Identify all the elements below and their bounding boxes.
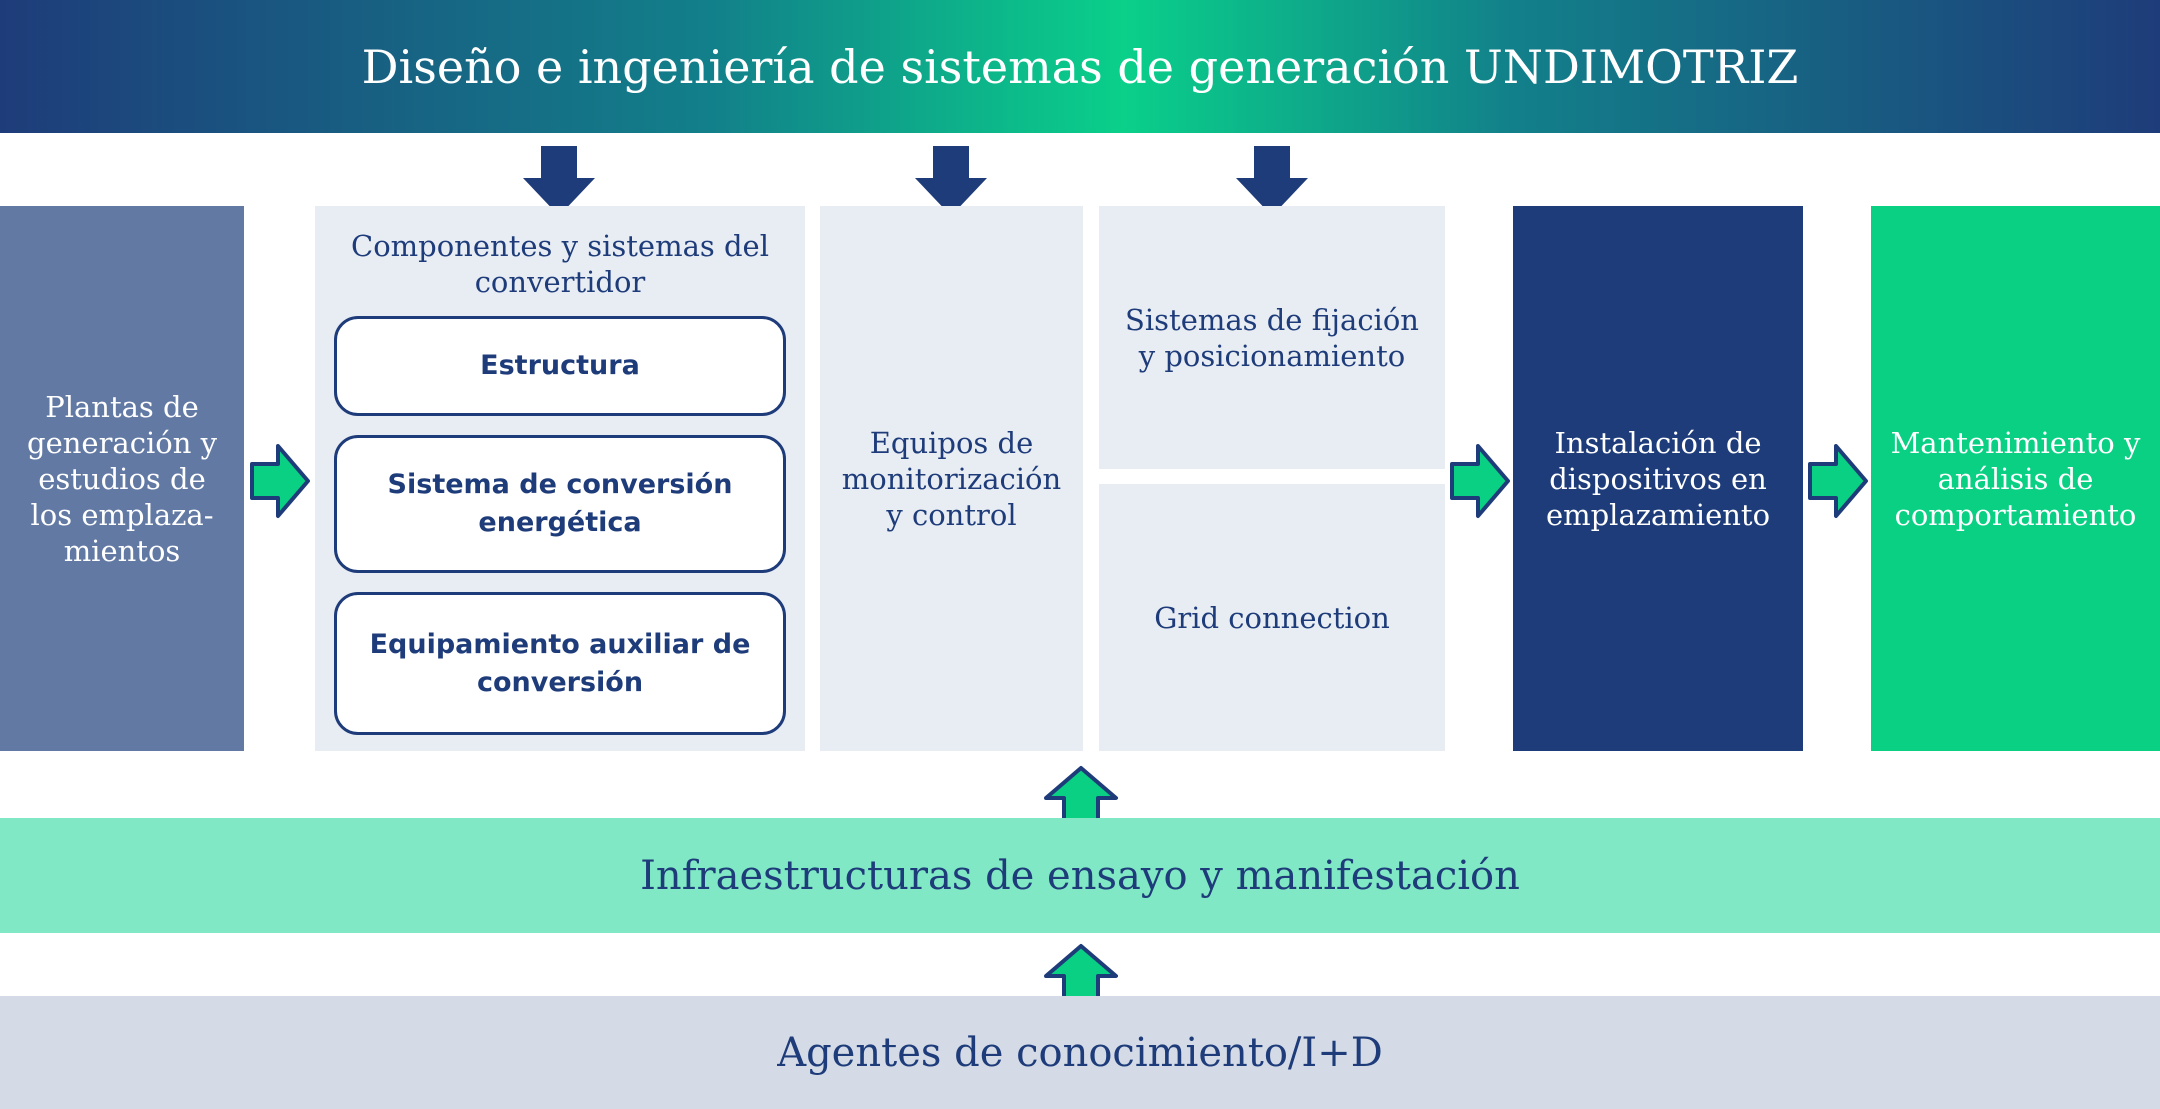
stage-equipos-label: Equipos de monitorización y control bbox=[841, 425, 1062, 532]
band-agentes-label: Agentes de conocimiento/I+D bbox=[777, 1029, 1383, 1076]
stage-instalacion: Instalación de dispositivos en emplazami… bbox=[1513, 206, 1803, 751]
stage-grid-label: Grid connection bbox=[1154, 600, 1390, 635]
component-estructura-label: Estructura bbox=[480, 350, 640, 381]
component-conversion-label: Sistema de conversión energética bbox=[387, 469, 733, 538]
component-conversion: Sistema de conversión energética bbox=[334, 435, 786, 573]
arrow-down-icon bbox=[523, 146, 595, 216]
arrow-down-icon bbox=[915, 146, 987, 216]
stage-fijacion-label: Sistemas de fijación y posicionamiento bbox=[1125, 302, 1419, 373]
stage-mantenimiento: Mantenimiento y análisis de comportamien… bbox=[1871, 206, 2160, 751]
band-infraestructuras: Infraestructuras de ensayo y manifestaci… bbox=[0, 818, 2160, 933]
band-agentes: Agentes de conocimiento/I+D bbox=[0, 996, 2160, 1109]
arrow-down-icon bbox=[1236, 146, 1308, 216]
stage-componentes: Componentes y sistemas del convertidor E… bbox=[315, 206, 805, 751]
stage-grid: Grid connection bbox=[1099, 484, 1445, 751]
componentes-title: Componentes y sistemas del convertidor bbox=[351, 229, 769, 299]
component-estructura: Estructura bbox=[334, 316, 786, 416]
banner-title: Diseño e ingeniería de sistemas de gener… bbox=[361, 39, 1799, 94]
component-auxiliar-label: Equipamiento auxiliar de conversión bbox=[369, 628, 751, 698]
band-infraestructuras-label: Infraestructuras de ensayo y manifestaci… bbox=[640, 852, 1520, 899]
top-banner: Diseño e ingeniería de sistemas de gener… bbox=[0, 0, 2160, 133]
arrow-right-icon bbox=[1450, 444, 1510, 518]
stage-plantas-label: Plantas de generación y estudios de los … bbox=[27, 389, 217, 568]
stage-equipos: Equipos de monitorización y control bbox=[820, 206, 1083, 751]
arrow-right-icon bbox=[250, 444, 310, 518]
stage-fijacion: Sistemas de fijación y posicionamiento bbox=[1099, 206, 1445, 469]
component-auxiliar: Equipamiento auxiliar de conversión bbox=[334, 592, 786, 735]
stage-instalacion-label: Instalación de dispositivos en emplazami… bbox=[1545, 425, 1771, 532]
stage-mantenimiento-label: Mantenimiento y análisis de comportamien… bbox=[1890, 425, 2141, 532]
arrow-right-icon bbox=[1808, 444, 1868, 518]
stage-plantas: Plantas de generación y estudios de los … bbox=[0, 206, 244, 751]
